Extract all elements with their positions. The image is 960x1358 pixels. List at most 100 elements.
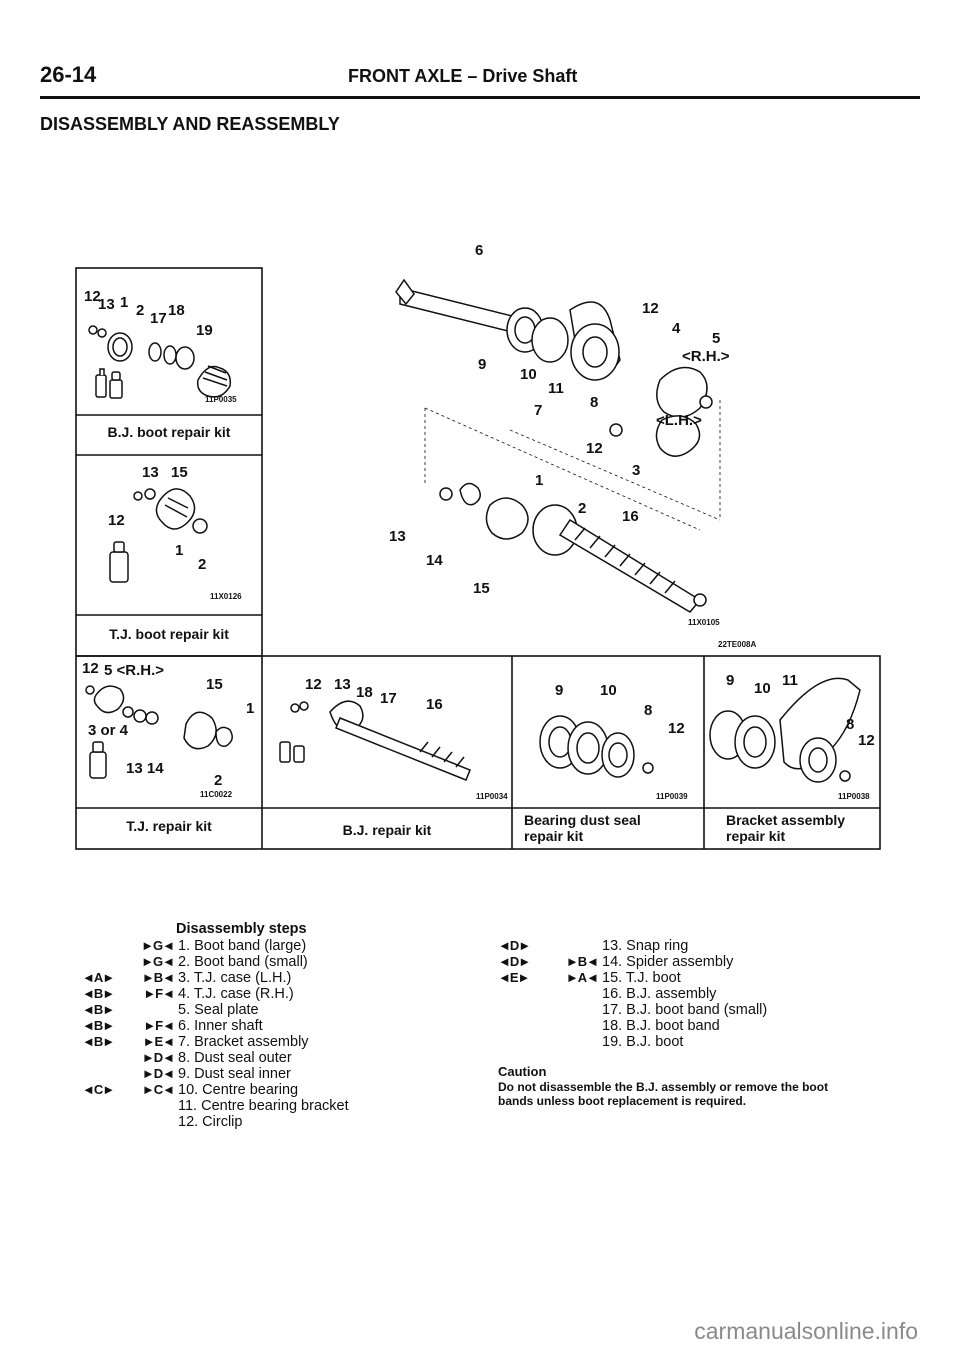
figure-code: 11P0039 (656, 792, 688, 801)
disassembly-mark: ►D◄ (141, 1066, 175, 1081)
exploded-diagram (75, 267, 881, 850)
disassembly-mark: ►D◄ (141, 1050, 175, 1065)
caption-line: Bearing dust seal (524, 812, 641, 828)
callout: 19 (196, 322, 213, 339)
step-text: 13. Snap ring (602, 938, 689, 954)
callout: 10 (754, 680, 771, 697)
reassembly-mark: ◄A► (82, 970, 115, 985)
tj-boot-kit-drawing (109, 488, 208, 583)
callout: 1 (175, 542, 184, 559)
page-title: FRONT AXLE – Drive Shaft (348, 66, 577, 87)
step-text: 7. Bracket assembly (178, 1034, 309, 1050)
disassembly-mark: ►B◄ (565, 954, 599, 969)
step-text: 3. T.J. case (L.H.) (178, 970, 292, 986)
step-row: ◄B► ►E◄7. Bracket assembly (82, 1034, 309, 1050)
tj-repair-kit-drawing (85, 685, 233, 779)
step-row: ►D◄8. Dust seal outer (82, 1050, 292, 1066)
caution-text: Do not disassemble the B.J. assembly or … (498, 1080, 829, 1094)
step-row: 18. B.J. boot band (498, 1018, 720, 1034)
callout: 10 (600, 682, 617, 699)
bearing-kit-drawing (539, 715, 654, 778)
step-text: 9. Dust seal inner (178, 1066, 291, 1082)
title-dash: – (467, 66, 478, 86)
figure-code: 11P0035 (205, 395, 237, 404)
reassembly-mark: ◄B► (82, 1002, 115, 1017)
callout: 18 (356, 684, 373, 701)
reassembly-mark: ◄B► (82, 986, 115, 1001)
callout: 12 (108, 512, 125, 529)
disassembly-mark: ►G◄ (141, 938, 175, 953)
disassembly-mark: ►A◄ (565, 970, 599, 985)
page-number: 26-14 (40, 62, 97, 87)
step-text: 15. T.J. boot (602, 970, 681, 986)
step-row: 17. B.J. boot band (small) (498, 1002, 767, 1018)
callout: 17 (150, 310, 167, 327)
callout: 12 (858, 732, 875, 749)
step-text: 17. B.J. boot band (small) (602, 1002, 768, 1018)
callout: 6 (475, 242, 484, 259)
callout: 4 (672, 320, 681, 337)
step-row: ◄B►►F◄6. Inner shaft (82, 1018, 263, 1034)
disassembly-mark: ►G◄ (141, 954, 175, 969)
step-row: ◄A►►B◄3. T.J. case (L.H.) (82, 970, 291, 986)
callout: 3 (632, 462, 641, 479)
step-row: 12. Circlip (82, 1114, 242, 1130)
reassembly-mark: ◄B► (82, 1034, 115, 1049)
disassembly-mark: ►F◄ (143, 986, 175, 1001)
caption-tj-repair-kit: T.J. repair kit (126, 818, 212, 834)
step-row: ◄D►13. Snap ring (498, 938, 688, 954)
callout: 2 (136, 302, 145, 319)
callout: 1 (535, 472, 544, 489)
callout: 18 (168, 302, 185, 319)
figure-code: 11P0034 (476, 792, 508, 801)
callout: 13 (389, 528, 406, 545)
step-row: 16. B.J. assembly (498, 986, 716, 1002)
callout: 15 (171, 464, 188, 481)
step-row: 19. B.J. boot (498, 1034, 683, 1050)
callout: 9 (478, 356, 487, 373)
step-text: 14. Spider assembly (602, 954, 734, 970)
caution-title: Caution (498, 1064, 547, 1079)
step-row: ◄D► ►B◄14. Spider assembly (498, 954, 733, 970)
callout: 2 (578, 500, 587, 517)
step-text: 11. Centre bearing bracket (178, 1098, 349, 1114)
callout: 11 (548, 380, 564, 397)
callout: 15 (206, 676, 223, 693)
callout: 13 (334, 676, 351, 693)
step-row: ►D◄9. Dust seal inner (82, 1066, 291, 1082)
callout: 12 (84, 288, 101, 305)
reassembly-mark: ◄D► (498, 954, 531, 969)
disassembly-mark: ►E◄ (142, 1034, 175, 1049)
callout: 5 (712, 330, 721, 347)
caption-bj-boot-kit: B.J. boot repair kit (107, 424, 231, 440)
caption-line: repair kit (726, 828, 786, 844)
disassembly-mark: ►C◄ (141, 1082, 175, 1097)
step-text: 16. B.J. assembly (602, 986, 717, 1002)
step-row: 11. Centre bearing bracket (82, 1098, 349, 1114)
figure-code: 22TE008A (718, 640, 757, 649)
step-text: 12. Circlip (178, 1114, 243, 1130)
main-assembly-drawing (395, 278, 713, 613)
callout: 12 (642, 300, 659, 317)
callout: 5 <R.H.> (104, 662, 165, 679)
bj-boot-kit-drawing (88, 325, 232, 399)
callout: 12 (305, 676, 322, 693)
step-text: 6. Inner shaft (178, 1018, 263, 1034)
figure-code: 11C0022 (200, 790, 233, 799)
caption-bracket-kit: Bracket assembly repair kit (726, 812, 845, 844)
callout: 2 (214, 772, 223, 789)
reassembly-mark: ◄B► (82, 1018, 115, 1033)
callout: 15 (473, 580, 490, 597)
bj-repair-kit-drawing (279, 700, 471, 781)
caption-bearing-kit: Bearing dust seal repair kit (524, 812, 641, 844)
callout: 1 (120, 294, 129, 311)
callout: 9 (726, 672, 735, 689)
callout: <L.H.> (656, 412, 702, 429)
caution-text: bands unless boot replacement is require… (498, 1094, 747, 1108)
callout: 11 (782, 672, 798, 689)
step-row: ◄B►►F◄4. T.J. case (R.H.) (82, 986, 294, 1002)
figure-code: 11X0105 (688, 618, 720, 627)
callout: 12 (586, 440, 603, 457)
callout: 13 14 (126, 760, 164, 777)
step-text: 1. Boot band (large) (178, 938, 307, 954)
